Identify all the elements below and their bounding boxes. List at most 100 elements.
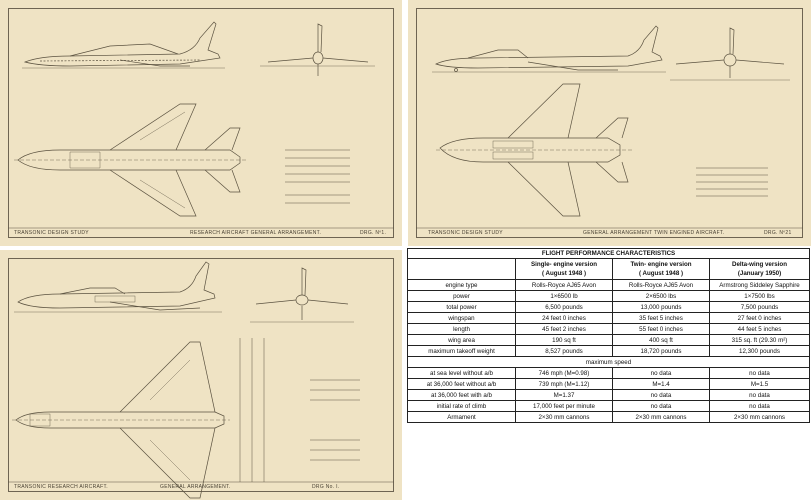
front-view <box>670 27 790 81</box>
drawing-sheet-single-engine: TRANSONIC DESIGN STUDY RESEARCH AIRCRAFT… <box>0 0 402 246</box>
table-cell: Armstrong Siddeley Sapphire <box>709 279 810 291</box>
table-cell: 2×30 mm cannons <box>515 411 613 423</box>
drawing-number: DRG. Nº1. <box>360 230 387 236</box>
table-cell: 27 feet 0 inches <box>709 312 810 324</box>
side-view <box>14 261 222 313</box>
side-view <box>22 21 225 69</box>
table-row: at sea level without a/b 746 mph (M=0.98… <box>407 367 810 379</box>
row-label: length <box>407 323 516 335</box>
table-cell: 18,720 pounds <box>612 345 710 357</box>
row-label: at 36,000 feet with a/b <box>407 389 516 401</box>
column-header-twin-engine: Twin- engine version ( August 1948 ) <box>612 258 710 280</box>
table-cell: 45 feet 2 inches <box>515 323 613 335</box>
table-row: at 36,000 feet without a/b 739 mph (M=1.… <box>407 378 810 390</box>
row-label: maximum takeoff weight <box>407 345 516 357</box>
sheet-caption-center: GENERAL ARRANGEMENT. <box>160 484 231 490</box>
plan-view <box>14 103 248 217</box>
table-row: length 45 feet 2 inches 55 feet 0 inches… <box>407 323 810 335</box>
row-label: Armament <box>407 411 516 423</box>
sheet-caption-left: TRANSONIC RESEARCH AIRCRAFT. <box>14 484 108 490</box>
table-cell: 17,000 feet per minute <box>515 400 613 412</box>
table-cell: 2×30 mm cannons <box>709 411 810 423</box>
flight-performance-table: FLIGHT PERFORMANCE CHARACTERISTICS Singl… <box>407 248 810 423</box>
table-row: Armament 2×30 mm cannons 2×30 mm cannons… <box>407 411 810 423</box>
table-row: total power 6,500 pounds 13,000 pounds 7… <box>407 301 810 313</box>
table-title-row: FLIGHT PERFORMANCE CHARACTERISTICS <box>407 248 810 259</box>
table-cell: Rolls-Royce AJ65 Avon <box>515 279 613 291</box>
table-cell: 7,500 pounds <box>709 301 810 313</box>
table-cell: 6,500 pounds <box>515 301 613 313</box>
row-label: at 36,000 feet without a/b <box>407 378 516 390</box>
table-cell: 13,000 pounds <box>612 301 710 313</box>
sheet-caption-center: GENERAL ARRANGEMENT TWIN ENGINED AIRCRAF… <box>583 230 725 236</box>
table-cell: M=1.37 <box>515 389 613 401</box>
table-row: engine type Rolls-Royce AJ65 Avon Rolls-… <box>407 279 810 291</box>
drawing-data-block <box>239 338 360 482</box>
table-cell: no data <box>709 400 810 412</box>
table-cell: 315 sq. ft (29.30 m²) <box>709 334 810 346</box>
table-cell: 2×30 mm cannons <box>612 411 710 423</box>
table-row: maximum takeoff weight 8,527 pounds 18,7… <box>407 345 810 357</box>
table-header-row: Single- engine version ( August 1948 ) T… <box>407 258 810 280</box>
single-engine-drawing <box>8 21 394 229</box>
twin-engine-drawing <box>416 25 803 229</box>
table-cell: 44 feet 5 inches <box>709 323 810 335</box>
sheet-caption-center: RESEARCH AIRCRAFT GENERAL ARRANGEMENT. <box>190 230 322 236</box>
column-date: ( August 1948 ) <box>638 270 684 277</box>
table-row: wing area 190 sq ft 400 sq ft 315 sq. ft… <box>407 334 810 346</box>
row-label: wingspan <box>407 312 516 324</box>
sheet-caption-left: TRANSONIC DESIGN STUDY <box>428 230 503 236</box>
table-cell: Rolls-Royce AJ65 Avon <box>612 279 710 291</box>
sheet-border <box>416 8 803 238</box>
row-label: wing area <box>407 334 516 346</box>
table-cell: no data <box>612 400 710 412</box>
sheet-caption-left: TRANSONIC DESIGN STUDY <box>14 230 89 236</box>
front-view <box>260 23 375 76</box>
table-cell: 55 feet 0 inches <box>612 323 710 335</box>
table-cell: 2×6500 lbs <box>612 290 710 302</box>
column-name: Single- engine version <box>530 261 597 268</box>
table-cell: no data <box>612 367 710 379</box>
column-name: Twin- engine version <box>630 261 692 268</box>
table-cell: 746 mph (M=0.98) <box>515 367 613 379</box>
table-cell: 8,527 pounds <box>515 345 613 357</box>
table-cell: 1×6500 lb <box>515 290 613 302</box>
table-cell: M=1.5 <box>709 378 810 390</box>
table-title: FLIGHT PERFORMANCE CHARACTERISTICS <box>407 248 810 259</box>
table-row: initial rate of climb 17,000 feet per mi… <box>407 400 810 412</box>
sheet-border <box>8 8 394 238</box>
column-date: ( August 1948 ) <box>541 270 587 277</box>
table-cell: 35 feet 5 inches <box>612 312 710 324</box>
table-cell: 400 sq ft <box>612 334 710 346</box>
column-header-delta-wing: Delta-wing version (January 1950) <box>709 258 810 280</box>
row-label: initial rate of climb <box>407 400 516 412</box>
column-name: Delta-wing version <box>731 261 787 268</box>
row-label: at sea level without a/b <box>407 367 516 379</box>
flight-performance-panel: FLIGHT PERFORMANCE CHARACTERISTICS Singl… <box>405 248 811 500</box>
drawing-sheet-twin-engine: TRANSONIC DESIGN STUDY GENERAL ARRANGEME… <box>408 0 811 246</box>
row-label: power <box>407 290 516 302</box>
header-blank <box>407 258 516 280</box>
sheet-border <box>8 258 394 492</box>
table-cell: 190 sq ft <box>515 334 613 346</box>
front-view <box>250 267 354 323</box>
table-cell: 1×7500 lbs <box>709 290 810 302</box>
table-cell: no data <box>709 367 810 379</box>
column-date: (January 1950) <box>737 270 782 277</box>
drawing-data-block <box>285 149 350 204</box>
table-cell: M=1.4 <box>612 378 710 390</box>
column-header-single-engine: Single- engine version ( August 1948 ) <box>515 258 613 280</box>
row-label: total power <box>407 301 516 313</box>
drawing-number: DRG. Nº21 <box>764 230 792 236</box>
table-cell: no data <box>709 389 810 401</box>
side-view <box>432 25 666 73</box>
table-cell: 12,300 pounds <box>709 345 810 357</box>
plan-view <box>12 341 230 499</box>
drawing-sheet-delta-wing: TRANSONIC RESEARCH AIRCRAFT. GENERAL ARR… <box>0 250 402 500</box>
table-cell: no data <box>612 389 710 401</box>
table-row: power 1×6500 lb 2×6500 lbs 1×7500 lbs <box>407 290 810 302</box>
table-cell: 24 feet 0 inches <box>515 312 613 324</box>
table-cell: 739 mph (M=1.12) <box>515 378 613 390</box>
row-label: engine type <box>407 279 516 291</box>
table-row: wingspan 24 feet 0 inches 35 feet 5 inch… <box>407 312 810 324</box>
